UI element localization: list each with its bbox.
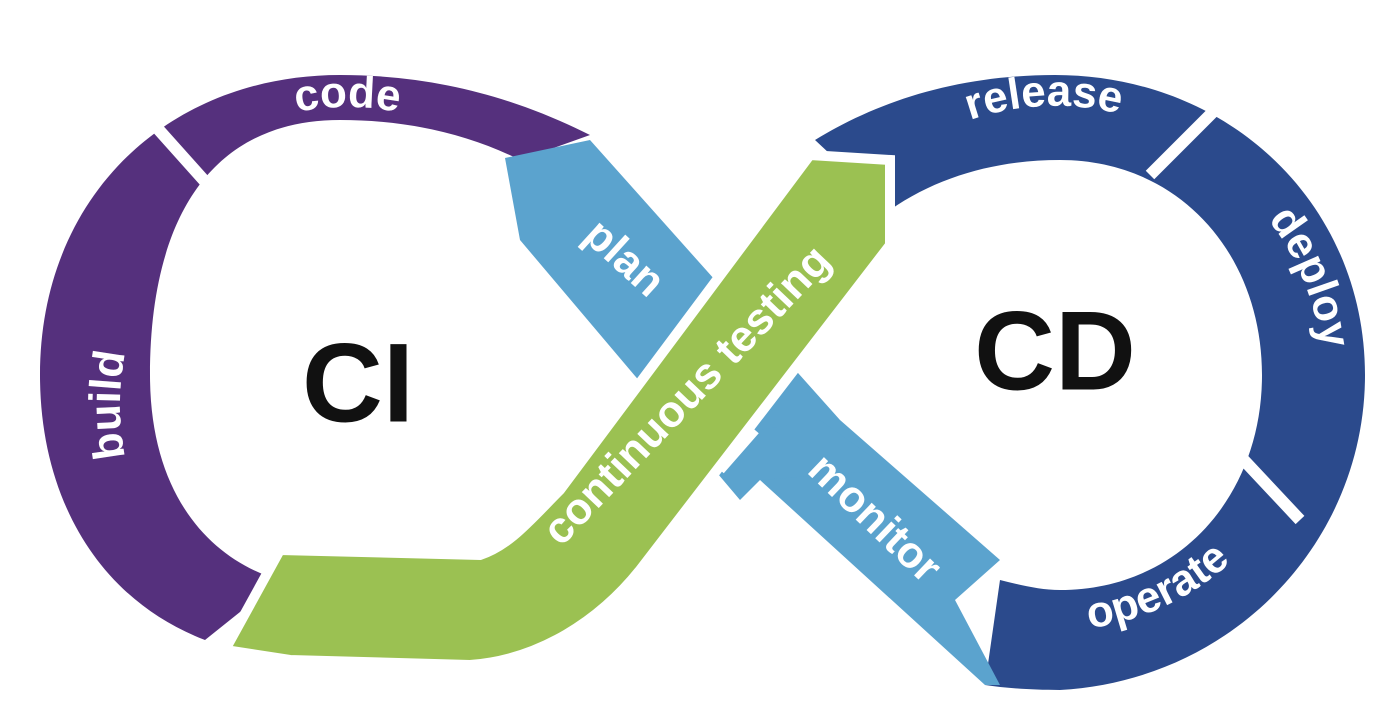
cd-separator-release-deploy	[1145, 105, 1220, 180]
monitor-arrow-head	[760, 420, 890, 480]
ci-center-label: CI	[302, 321, 414, 446]
ci-loop-ring	[40, 75, 590, 640]
cd-loop-hole	[877, 197, 1233, 553]
cd-center-label: CD	[974, 289, 1136, 414]
continuous-testing-band	[217, 149, 895, 671]
cd-loop-ring	[815, 75, 1365, 690]
cd-separator-deploy-operate	[1220, 435, 1305, 525]
ci-segment-separator	[145, 115, 240, 220]
ci-loop-hole	[153, 143, 617, 607]
